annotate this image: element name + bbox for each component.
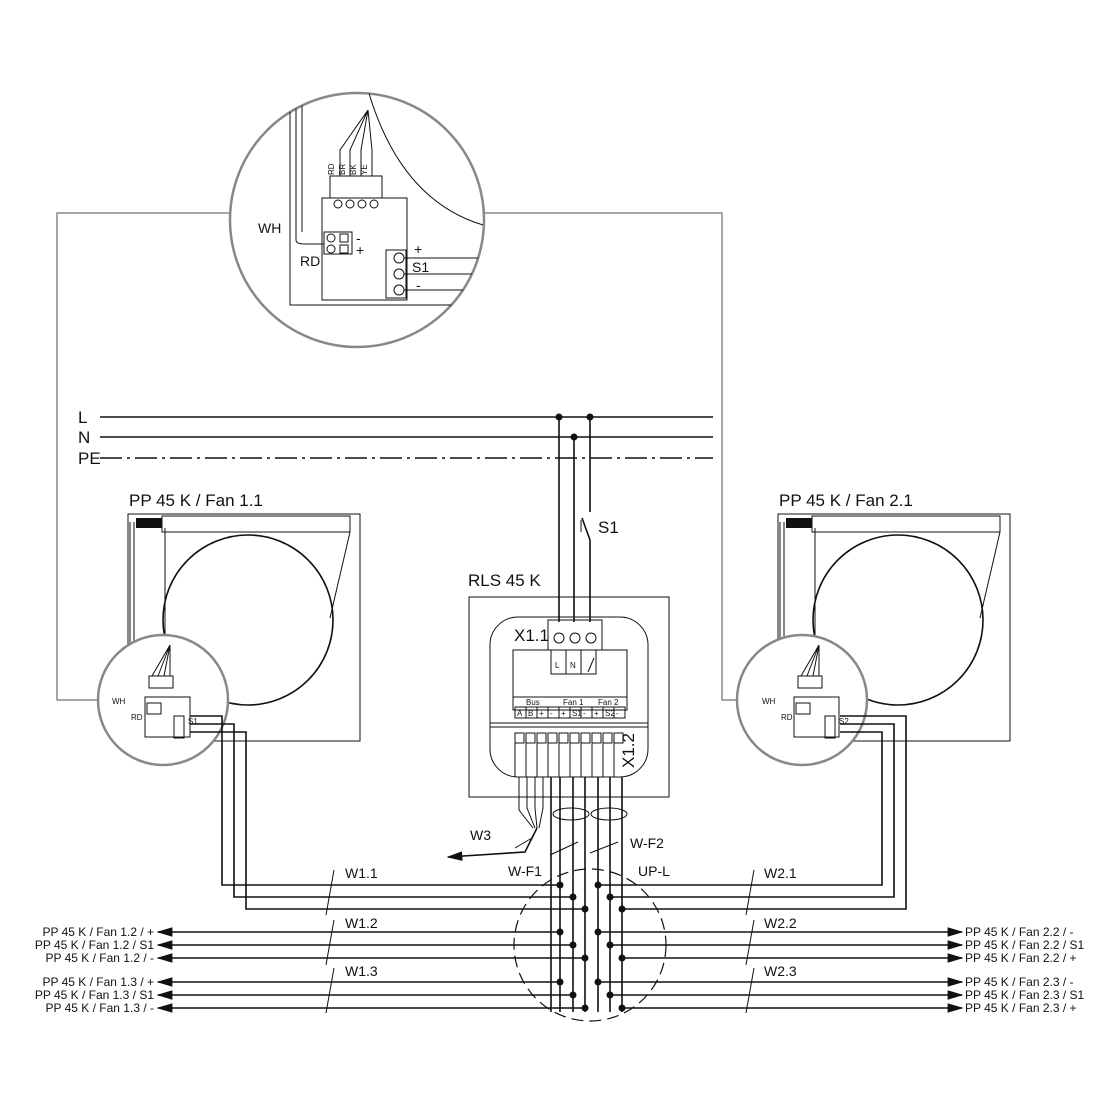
target-label-left: PP 45 K / Fan 1.3 / S1	[35, 988, 155, 1002]
x12-terminal	[580, 732, 591, 744]
wire-w11	[190, 723, 573, 898]
cable-w22-label: W2.2	[764, 915, 797, 931]
fan-right-rd: RD	[781, 713, 793, 722]
cables: W3 W-F1 W-F2 UP-L W1.1 W1.2 W1.3 W2.1 W2…	[190, 715, 907, 1022]
x12-terminal	[514, 732, 525, 744]
controller-title: RLS 45 K	[468, 571, 541, 590]
target-label-left: PP 45 K / Fan 1.3 / -	[45, 1001, 154, 1015]
mains-pe-label: PE	[78, 449, 101, 468]
wire-w21	[610, 723, 895, 898]
detail-term-minus: -	[416, 277, 421, 293]
x12-terminal	[569, 732, 580, 744]
cable-w11-label: W1.1	[345, 865, 378, 881]
switch-s1-label: S1	[598, 518, 619, 537]
fan-left-title: PP 45 K / Fan 1.1	[129, 491, 263, 510]
fan-right-wh: WH	[762, 697, 776, 706]
terminal-label: +	[594, 709, 599, 718]
mains-n-label: N	[78, 428, 90, 447]
target-label-left: PP 45 K / Fan 1.2 / +	[42, 925, 154, 939]
cable-wf1-label: W-F1	[508, 863, 542, 879]
cable-w13-label: W1.3	[345, 963, 378, 979]
target-label-left: PP 45 K / Fan 1.2 / S1	[35, 938, 155, 952]
detail-wh-label: WH	[258, 220, 281, 236]
cable-w12-label: W1.2	[345, 915, 378, 931]
wire-w21	[622, 715, 907, 910]
wire-w11	[190, 731, 585, 910]
x12-terminal	[558, 732, 569, 744]
terminal-label: B	[528, 709, 533, 718]
target-label-right: PP 45 K / Fan 2.3 / S1	[965, 988, 1085, 1002]
group-bus: Bus	[526, 698, 540, 707]
target-label-left: PP 45 K / Fan 1.3 / +	[42, 975, 154, 989]
detail-plus-label: +	[356, 242, 364, 258]
x12-terminal	[547, 732, 558, 744]
terminal-label: -	[583, 709, 586, 718]
terminal-label: S1	[572, 709, 582, 718]
target-label-right: PP 45 K / Fan 2.3 / +	[965, 1001, 1077, 1015]
cable-w23-label: W2.3	[764, 963, 797, 979]
mains-l-label: L	[78, 408, 87, 427]
fan-right-s2: S2	[839, 717, 849, 726]
x11-term-n: N	[570, 661, 576, 670]
target-label-right: PP 45 K / Fan 2.2 / +	[965, 951, 1077, 965]
terminal-label: -	[616, 709, 619, 718]
x12-terminal	[591, 732, 602, 744]
fan-left-s1: S1	[188, 717, 198, 726]
detail-term-s1: S1	[412, 259, 429, 275]
x11-label: X1.1	[514, 626, 549, 645]
wire-label-bk: BK	[349, 164, 358, 175]
mains-lines: L N PE S1	[78, 408, 713, 622]
terminal-label: A	[517, 709, 523, 718]
fan-left-rd: RD	[131, 713, 143, 722]
wire-label-ye: YE	[360, 164, 369, 175]
detail-term-plus: +	[414, 241, 422, 257]
wire-label-rd: RD	[327, 163, 336, 175]
detail-link-right	[483, 212, 738, 701]
fan-right-title: PP 45 K / Fan 2.1	[779, 491, 913, 510]
cable-w21-label: W2.1	[764, 865, 797, 881]
fan-right-detail	[735, 633, 869, 767]
wire-w11	[190, 715, 560, 886]
terminal-box	[613, 706, 626, 719]
group-fan1: Fan 1	[563, 698, 584, 707]
x12-label: X1.2	[619, 733, 638, 768]
terminal-label: S2	[605, 709, 615, 718]
cable-upl-label: UP-L	[638, 863, 670, 879]
x12-terminal	[525, 732, 536, 744]
wire-label-br: BR	[338, 164, 347, 175]
detail-rd-label: RD	[300, 253, 320, 269]
x12-terminal	[536, 732, 547, 744]
group-fan2: Fan 2	[598, 698, 619, 707]
x12-terminal	[602, 732, 613, 744]
x11-term-l: L	[555, 661, 560, 670]
detail-minus-label: -	[356, 230, 361, 246]
detail-magnifier: RD BR BK YE WH RD - + + S1 -	[228, 91, 486, 349]
x12-terminal	[613, 732, 624, 744]
terminal-label: -	[550, 709, 553, 718]
detail-link-left	[56, 212, 232, 701]
target-label-left: PP 45 K / Fan 1.2 / -	[45, 951, 154, 965]
terminal-label: +	[561, 709, 566, 718]
cable-wf2-label: W-F2	[630, 835, 664, 851]
target-label-right: PP 45 K / Fan 2.3 / -	[965, 975, 1074, 989]
wire-w21	[598, 731, 883, 886]
terminal-label: +	[539, 709, 544, 718]
target-label-right: PP 45 K / Fan 2.2 / S1	[965, 938, 1085, 952]
fan-left-wh: WH	[112, 697, 126, 706]
cable-w3-label: W3	[470, 827, 491, 843]
target-label-right: PP 45 K / Fan 2.2 / -	[965, 925, 1074, 939]
